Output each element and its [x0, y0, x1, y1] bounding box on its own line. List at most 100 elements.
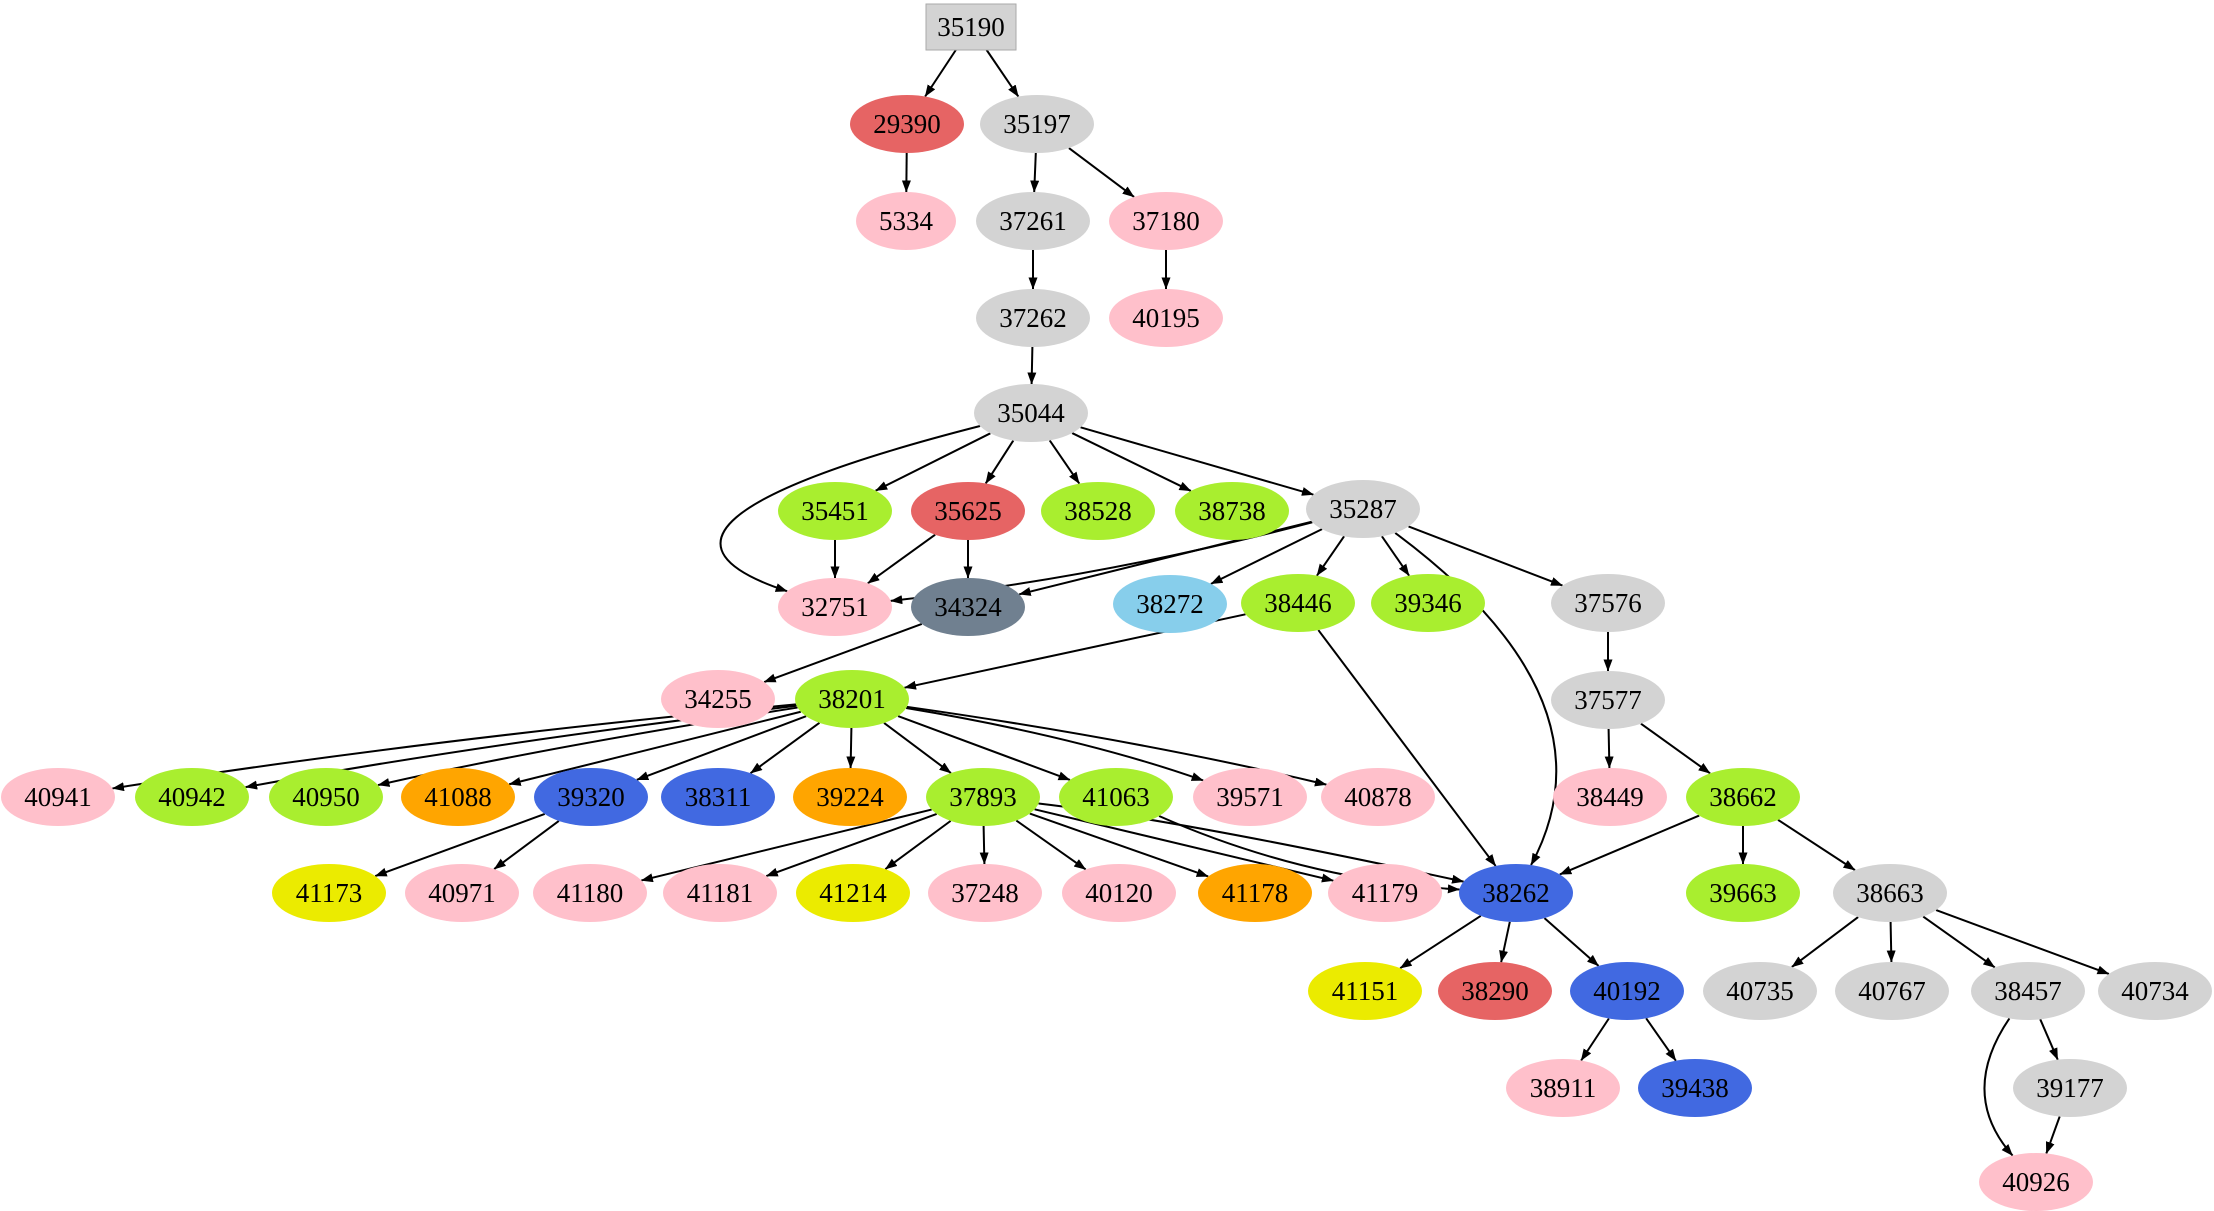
- node-shape-ellipse: [1241, 574, 1355, 632]
- graph-node-38262: 38262: [1459, 864, 1573, 922]
- graph-node-38662: 38662: [1686, 768, 1800, 826]
- node-label: 40971: [428, 878, 496, 908]
- node-label: 40195: [1132, 303, 1200, 333]
- edge-39177-40926: [2045, 1116, 2061, 1154]
- graph-node-39224: 39224: [793, 768, 907, 826]
- edge-37893-40120: [1015, 819, 1087, 871]
- edge-39320-40971: [493, 820, 560, 870]
- node-shape-ellipse: [1, 768, 115, 826]
- node-shape-ellipse: [1686, 864, 1800, 922]
- edge-35044-35287: [1080, 426, 1314, 496]
- node-shape-ellipse: [1459, 864, 1573, 922]
- graph-node-38272: 38272: [1113, 575, 1227, 633]
- edge-37893-41181: [765, 812, 938, 878]
- edge-35287-38446: [1316, 535, 1345, 577]
- node-label: 40120: [1085, 878, 1153, 908]
- graph-node-37576: 37576: [1551, 574, 1665, 632]
- graph-node-38311: 38311: [661, 768, 775, 826]
- node-shape-box: [925, 3, 1017, 51]
- edge-35625-32751: [867, 533, 936, 585]
- node-shape-ellipse: [1971, 962, 2085, 1020]
- graph-node-40950: 40950: [269, 768, 383, 826]
- edge-35287-38272: [1210, 528, 1323, 585]
- node-shape-ellipse: [1193, 768, 1307, 826]
- graph-node-40767: 40767: [1835, 962, 1949, 1020]
- graph-node-38201: 38201: [795, 670, 909, 728]
- node-shape-ellipse: [1638, 1059, 1752, 1117]
- node-label: 37576: [1574, 588, 1642, 618]
- edge-38201-39320: [636, 715, 807, 781]
- edge-35190-35197: [985, 49, 1020, 98]
- node-label: 38911: [1530, 1073, 1597, 1103]
- edge-35190-29390: [924, 49, 957, 98]
- node-label: 35451: [801, 496, 869, 526]
- graph-node-38663: 38663: [1833, 864, 1947, 922]
- edge-40192-38911: [1580, 1017, 1610, 1062]
- node-shape-ellipse: [272, 864, 386, 922]
- node-shape-ellipse: [1686, 768, 1800, 826]
- edge-37577-38449: [1604, 728, 1614, 769]
- node-label: 38311: [685, 782, 752, 812]
- edge-37577-38662: [1640, 722, 1711, 775]
- node-shape-ellipse: [1109, 192, 1223, 250]
- node-label: 39320: [557, 782, 625, 812]
- node-label: 39346: [1394, 588, 1462, 618]
- graph-node-40735: 40735: [1703, 962, 1817, 1020]
- node-label: 38446: [1264, 588, 1332, 618]
- graph-node-40942: 40942: [135, 768, 249, 826]
- node-label: 41173: [296, 878, 363, 908]
- edge-37893-41178: [1029, 812, 1209, 878]
- graph-node-37577: 37577: [1551, 671, 1665, 729]
- graph-node-38457: 38457: [1971, 962, 2085, 1020]
- node-shape-ellipse: [2098, 962, 2212, 1020]
- node-shape-ellipse: [911, 482, 1025, 540]
- node-label: 35044: [997, 398, 1065, 428]
- graph-node-41063: 41063: [1059, 768, 1173, 826]
- graph-node-35625: 35625: [911, 482, 1025, 540]
- graph-node-41178: 41178: [1198, 864, 1312, 922]
- node-label: 38272: [1136, 589, 1204, 619]
- graph-node-38738: 38738: [1175, 482, 1289, 540]
- edge-38262-38290: [1499, 921, 1511, 963]
- node-label: 39177: [2036, 1073, 2104, 1103]
- graph-node-40734: 40734: [2098, 962, 2212, 1020]
- node-shape-ellipse: [1321, 768, 1435, 826]
- edge-38201-37893: [883, 722, 952, 774]
- graph-node-40195: 40195: [1109, 289, 1223, 347]
- node-label: 41088: [424, 782, 492, 812]
- node-label: 34255: [684, 684, 752, 714]
- edge-35044-32751: [719, 425, 981, 593]
- graph-node-38290: 38290: [1438, 962, 1552, 1020]
- graph-node-41179: 41179: [1328, 864, 1442, 922]
- graph-node-40192: 40192: [1570, 962, 1684, 1020]
- graph-node-40878: 40878: [1321, 768, 1435, 826]
- edge-37893-41214: [884, 820, 952, 870]
- node-shape-ellipse: [661, 768, 775, 826]
- node-label: 39571: [1216, 782, 1284, 812]
- edge-38201-41088: [508, 710, 802, 786]
- node-label: 38290: [1461, 976, 1529, 1006]
- node-shape-ellipse: [533, 864, 647, 922]
- edge-38457-39177: [2039, 1018, 2059, 1061]
- node-label: 37261: [999, 206, 1067, 236]
- edge-39320-41173: [374, 813, 546, 877]
- graph-node-37262: 37262: [976, 289, 1090, 347]
- edge-35287-37576: [1408, 525, 1563, 587]
- node-label: 29390: [873, 109, 941, 139]
- graph-node-41214: 41214: [796, 864, 910, 922]
- node-label: 37262: [999, 303, 1067, 333]
- node-shape-ellipse: [1703, 962, 1817, 1020]
- node-shape-ellipse: [926, 768, 1040, 826]
- graph-node-37180: 37180: [1109, 192, 1223, 250]
- node-shape-ellipse: [850, 95, 964, 153]
- node-shape-ellipse: [974, 384, 1088, 442]
- node-shape-ellipse: [911, 578, 1025, 636]
- edge-38663-40767: [1886, 921, 1896, 963]
- node-shape-ellipse: [1979, 1153, 2093, 1211]
- graph-node-41088: 41088: [401, 768, 515, 826]
- node-label: 41180: [557, 878, 624, 908]
- graph-node-32751: 32751: [778, 578, 892, 636]
- node-label: 5334: [879, 206, 934, 236]
- node-shape-ellipse: [401, 768, 515, 826]
